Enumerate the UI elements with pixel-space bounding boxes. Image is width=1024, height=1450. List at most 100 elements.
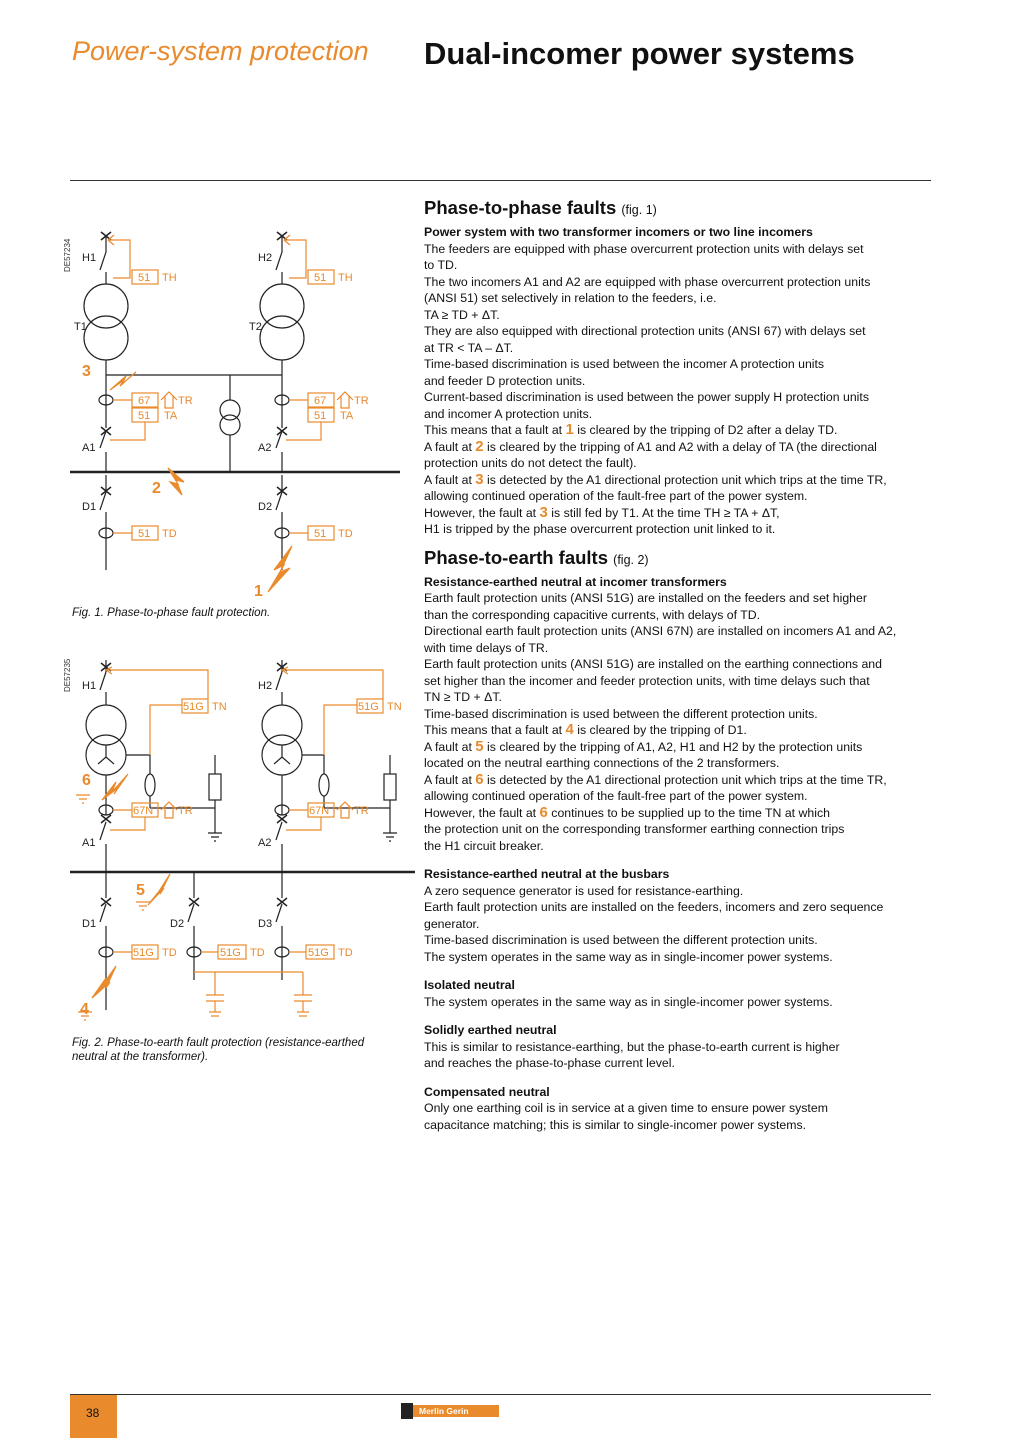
fig1-caption: Fig. 1. Phase-to-phase fault protection. <box>72 607 271 619</box>
fig1-th-h2: TH <box>338 272 353 284</box>
fig2-earth-marks <box>76 794 150 1021</box>
fig1-label-d2: D2 <box>258 501 272 513</box>
fig2-tn-h1: TN <box>212 701 227 713</box>
fault1-label: 1 <box>254 583 263 600</box>
fig1-label-t1: T1 <box>74 321 87 333</box>
fig2-label-a1: A1 <box>82 837 95 849</box>
pp-line-10: and incomer A protection units. <box>424 406 593 421</box>
text-column: Phase-to-phase faults (fig. 1) Power sys… <box>424 196 936 1133</box>
pe-sub4: Solidly earthed neutral <box>424 1023 557 1037</box>
page-number-box <box>70 1395 117 1438</box>
fig1-td-d1: TD <box>162 528 177 540</box>
fig2-diagram: H1 H2 A1 A2 D1 D2 D3 51G TN 51G TN 67N T… <box>70 660 415 1021</box>
fault2-label: 2 <box>152 480 161 497</box>
fig1-left-relays <box>107 234 178 541</box>
fig1-left-feeder <box>83 231 129 570</box>
fig1-label-h2: H2 <box>258 252 272 264</box>
fig1-diagram: H1 H2 T1 T2 A1 A2 D1 D2 51 TH 51 TH 67 T… <box>70 231 400 600</box>
pe-line-1: than the corresponding capacitive curren… <box>424 607 761 622</box>
fig2-relay-51g-d1: 51G <box>133 947 154 959</box>
fig1-relay-51-a2: 51 <box>314 410 326 422</box>
pp-line-0: The feeders are equipped with phase over… <box>424 241 864 256</box>
fig2-relay-67n-a2: 67N <box>309 805 329 817</box>
fault3-bolt <box>109 371 137 391</box>
fig2-tn-h2: TN <box>387 701 402 713</box>
pe-sub2: Resistance-earthed neutral at the busbar… <box>424 867 670 881</box>
pe-sub3: Isolated neutral <box>424 978 515 992</box>
fig2-relay-67n-a1: 67N <box>133 805 153 817</box>
fig1-relay-51-h1: 51 <box>138 272 150 284</box>
fault6-label: 6 <box>82 772 91 789</box>
fig1-right-feeder <box>259 231 305 570</box>
pp-line-3: (ANSI 51) set selectively in relation to… <box>424 291 717 305</box>
fig1-relay-51-a1: 51 <box>138 410 150 422</box>
pp-fault2: A fault at 2 is cleared by the tripping … <box>424 437 877 455</box>
pe-sub5: Compensated neutral <box>424 1084 550 1099</box>
fig1-right-relays <box>283 234 354 541</box>
pp-line-7: Time-based discrimination is used betwee… <box>424 357 825 371</box>
fig2-caption: Fig. 2. Phase-to-earth fault protection … <box>72 1037 365 1063</box>
fig2-left-relays <box>105 666 209 831</box>
fig2-label-d1: D1 <box>82 918 96 930</box>
fault3-label: 3 <box>82 363 91 380</box>
fig1-ta-a1: TA <box>164 410 178 422</box>
brand-mark-icon <box>401 1403 413 1419</box>
pe-fault6-cont: allowing continued operation of the faul… <box>424 789 808 803</box>
pp-fault2-cont: protection units do not detect the fault… <box>424 456 637 470</box>
phase-phase-subheading: Power system with two transformer income… <box>424 225 813 239</box>
fig2-label-h2: H2 <box>258 680 272 692</box>
fig1-label-a2: A2 <box>258 442 271 454</box>
fault5-bolt <box>147 873 171 906</box>
fig2-td-d2: TD <box>250 947 265 959</box>
fault5-label: 5 <box>136 882 145 899</box>
brand-logo: Merlin Gerin <box>401 1405 499 1417</box>
phase-earth-heading: Phase-to-earth faults (fig. 2) <box>424 546 649 568</box>
fault6-bolt <box>101 773 129 801</box>
pe-line-0: Earth fault protection units (ANSI 51G) … <box>424 591 867 605</box>
fig2-relay-51g-h2: 51G <box>358 701 379 713</box>
pe-line-2: Directional earth fault protection units… <box>424 624 897 638</box>
fig2-relay-51g-h1: 51G <box>183 701 204 713</box>
pe-sub2-line-4: The system operates in the same way as i… <box>424 949 833 964</box>
pp-fault3b-cont: H1 is tripped by the phase overcurrent p… <box>424 522 776 536</box>
fig2-label-d2: D2 <box>170 918 184 930</box>
fig1-td-d2: TD <box>338 528 353 540</box>
pe-sub2-line-1: Earth fault protection units are install… <box>424 900 884 914</box>
bottom-divider <box>70 1394 931 1395</box>
fig2-label-d3: D3 <box>258 918 272 930</box>
pe-fault6: A fault at 6 is detected by the A1 direc… <box>424 770 887 788</box>
fig2-relay-51g-d3: 51G <box>308 947 329 959</box>
fig2-td-d1: TD <box>162 947 177 959</box>
pe-line-7: Time-based discrimination is used betwee… <box>424 706 818 721</box>
fig2-tr-a1: TR <box>178 805 193 817</box>
pe-fault6b: However, the fault at 6 continues to be … <box>424 803 830 821</box>
pp-fault3b: However, the fault at 3 is still fed by … <box>424 503 780 521</box>
section-title: Power-system protection <box>72 36 369 66</box>
pe-fault6b-cont2: the H1 circuit breaker. <box>424 838 544 853</box>
fault2-bolt <box>167 467 185 496</box>
fig2-right-incomer <box>261 660 397 872</box>
fig1-relay-51-d1: 51 <box>138 528 150 540</box>
fig1-relay-51-d2: 51 <box>314 528 326 540</box>
pe-fault6b-cont1: the protection unit on the corresponding… <box>424 822 845 836</box>
fig1-tr-a1: TR <box>178 395 193 407</box>
pe-sub4-line-1: and reaches the phase-to-phase current l… <box>424 1056 675 1070</box>
fig2-feeders <box>98 872 290 1010</box>
fig1-center-tap <box>106 374 282 472</box>
pe-sub5-line-1: capacitance matching; this is similar to… <box>424 1117 807 1132</box>
pe-sub2-line-0: A zero sequence generator is used for re… <box>424 883 744 898</box>
fig1-tr-a2: TR <box>354 395 369 407</box>
top-divider <box>70 180 931 181</box>
fault4-bolt <box>91 965 117 999</box>
pp-line-8: and feeder D protection units. <box>424 373 586 388</box>
page-number: 38 <box>86 1406 100 1420</box>
fig2-relay-51g-d2: 51G <box>220 947 241 959</box>
pe-line-4: Earth fault protection units (ANSI 51G) … <box>424 657 882 671</box>
fig2-right-relays <box>281 666 384 831</box>
fig1-th-h1: TH <box>162 272 177 284</box>
pe-fault5-cont: located on the neutral earthing connecti… <box>424 756 780 770</box>
pe-sub2-line-2: generator. <box>424 916 480 931</box>
pp-line-9: Current-based discrimination is used bet… <box>424 390 869 404</box>
pp-fault3-cont: allowing continued operation of the faul… <box>424 489 808 503</box>
page-title: Dual-incomer power systems <box>424 36 855 71</box>
